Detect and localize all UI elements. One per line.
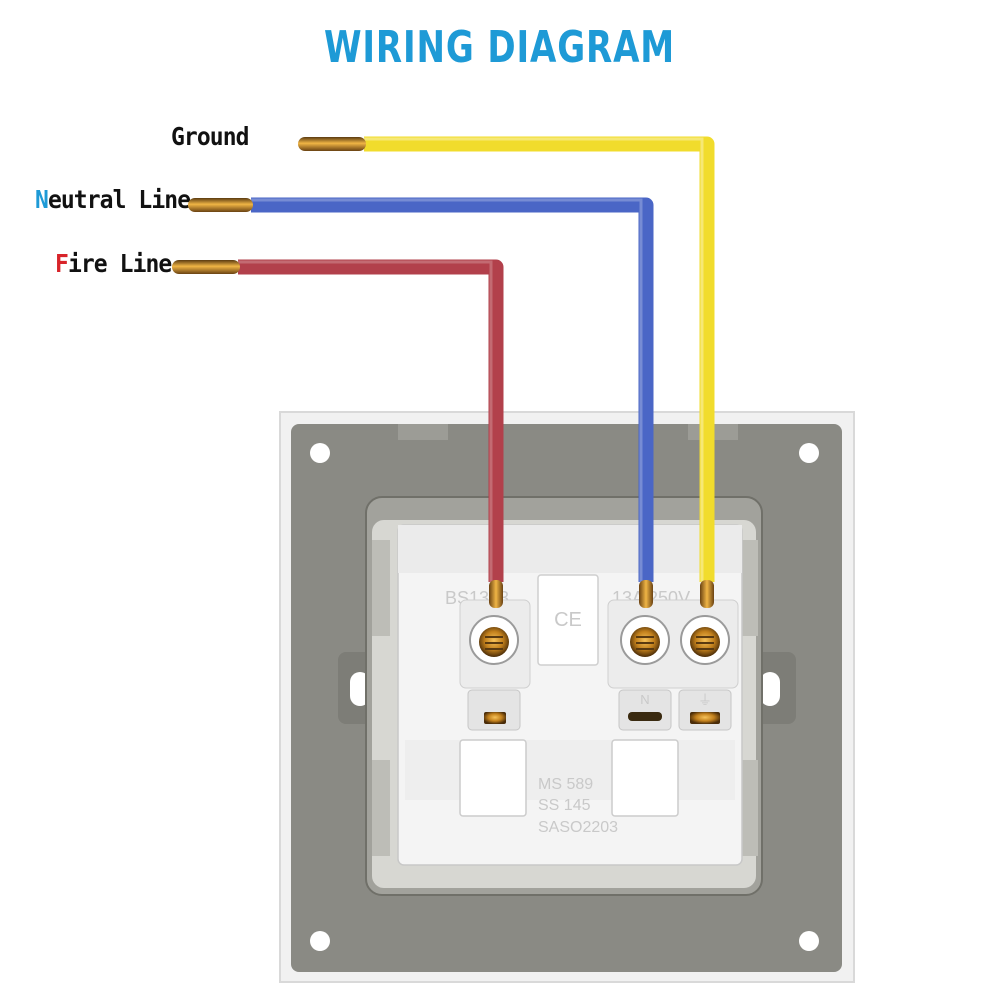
side-slot-icon [760, 672, 780, 706]
ground-label: Ground [171, 122, 249, 151]
mounting-hole-icon [799, 443, 819, 463]
neutral-wire [188, 197, 654, 608]
mounting-hole-icon [310, 931, 330, 951]
mounting-hole-icon [799, 931, 819, 951]
neutral-wire-tip [188, 198, 253, 212]
socket-body: CE BS1363 13A 250V [397, 524, 743, 866]
ce-block [537, 574, 599, 666]
fire-label-rest: ire Line [67, 249, 172, 278]
ground-wire [298, 136, 715, 608]
pin-block-left [459, 739, 527, 817]
fire-wire-tip [172, 260, 240, 274]
clamp-e-screw-icon [690, 712, 720, 724]
clamp-n-slot-icon [628, 712, 662, 721]
fire-initial: F [55, 249, 69, 278]
terminal-e-screw-icon [680, 615, 730, 665]
fire-wire [172, 259, 504, 608]
neutral-wire-end [639, 580, 653, 608]
clamp-l-screw-icon [484, 712, 506, 724]
terminal-l-screw-icon [469, 615, 519, 665]
clamp-l [467, 689, 521, 731]
ground-wire-end [700, 580, 714, 608]
terminal-n-mark: N [640, 692, 649, 707]
mounting-hole-icon [310, 443, 330, 463]
page-title: WIRING DIAGRAM [323, 22, 676, 73]
fire-line-label: Fire Line [55, 249, 172, 278]
socket-top-band [398, 525, 742, 573]
terminal-e-mark: ⏚ [698, 692, 712, 708]
neutral-initial: N [35, 185, 49, 214]
ce-mark: CE [554, 609, 582, 631]
rib [740, 760, 758, 856]
rib [372, 540, 390, 636]
neutral-line-label: Neutral Line [35, 185, 191, 214]
terminal-n-screw-icon [620, 615, 670, 665]
fire-wire-end [489, 580, 503, 608]
rib [740, 540, 758, 636]
plate-notch [398, 424, 448, 440]
standard-mark-1: MS 589 [538, 776, 593, 793]
pin-block-right [611, 739, 679, 817]
rib [372, 760, 390, 856]
standard-mark-3: SASO2203 [538, 819, 618, 836]
standard-mark-2: SS 145 [538, 797, 591, 814]
ground-wire-tip [298, 137, 366, 151]
ground-label-text: Ground [171, 122, 249, 151]
neutral-label-rest: eutral Line [47, 185, 191, 214]
